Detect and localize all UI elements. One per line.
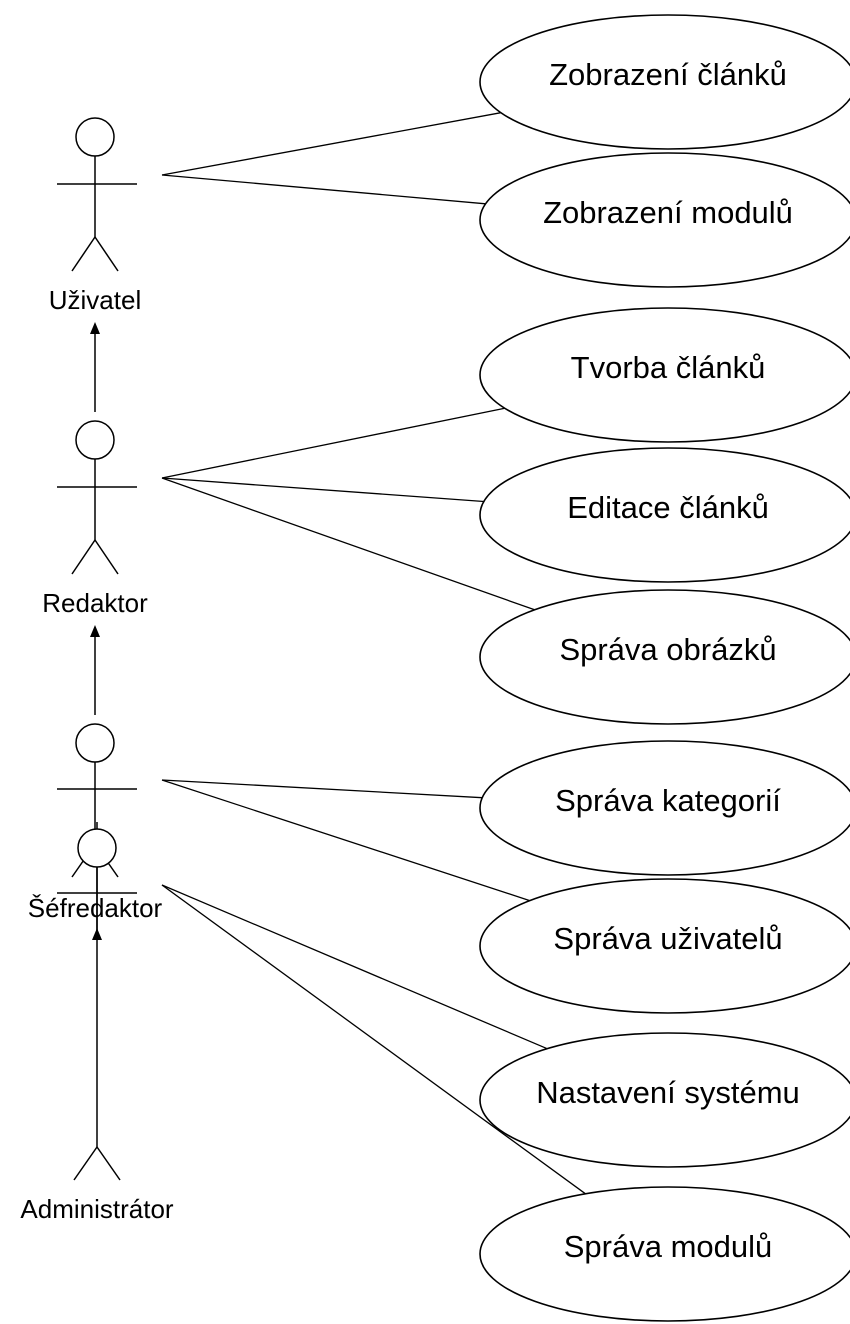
actor-figure-icon — [57, 828, 137, 1181]
use-case-label: Zobrazení modulů — [543, 195, 793, 230]
use-case-zobrazeni-clanku: Zobrazení článků — [479, 14, 850, 150]
use-case-editace-clanku: Editace článků — [479, 447, 850, 583]
actor-uzivatel: Uživatel — [49, 117, 141, 315]
use-case-ellipse — [479, 14, 850, 150]
association-administrator-sprava-modulu — [161, 884, 586, 1195]
use-case-ellipse — [479, 1186, 850, 1322]
actor-redaktor: Redaktor — [42, 420, 148, 618]
use-case-label: Správa modulů — [564, 1229, 773, 1264]
use-case-nastaveni-systemu: Nastavení systému — [479, 1032, 850, 1168]
use-case-label: Nastavení systému — [536, 1075, 800, 1110]
actor-figure-icon — [57, 420, 137, 575]
association-uzivatel-zobrazeni-modulu — [161, 174, 486, 205]
association-redaktor-sprava-obrazku — [161, 477, 535, 611]
use-case-label: Správa uživatelů — [553, 921, 782, 956]
associations — [161, 112, 586, 1195]
use-case-label: Tvorba článků — [571, 350, 766, 385]
association-administrator-nastaveni-systemu — [161, 884, 548, 1050]
actor-label: Redaktor — [42, 588, 148, 618]
use-case-ellipse — [479, 307, 850, 443]
actor-sefredaktor: Šéfredaktor — [28, 723, 163, 923]
use-case-sprava-modulu: Správa modulů — [479, 1186, 850, 1322]
use-case-ellipse — [479, 589, 850, 725]
use-case-sprava-uzivatelu: Správa uživatelů — [479, 878, 850, 1014]
association-uzivatel-zobrazeni-clanku — [161, 112, 502, 176]
use-case-label: Zobrazení článků — [549, 57, 787, 92]
association-redaktor-tvorba-clanku — [161, 407, 505, 479]
use-case-tvorba-clanku: Tvorba článků — [479, 307, 850, 443]
use-case-sprava-obrazku: Správa obrázků — [479, 589, 850, 725]
use-case-ellipse — [479, 878, 850, 1014]
use-case-label: Správa obrázků — [559, 632, 776, 667]
use-case-ellipse — [479, 152, 850, 288]
use-case-ellipse — [479, 447, 850, 583]
actor-figure-icon — [57, 117, 137, 272]
association-redaktor-editace-clanku — [161, 477, 484, 503]
use-case-ellipse — [479, 1032, 850, 1168]
generalization-sefredaktor-to-redaktor — [90, 625, 100, 715]
use-case-label: Správa kategorií — [555, 783, 781, 818]
actor-label: Uživatel — [49, 285, 141, 315]
use-case-zobrazeni-modulu: Zobrazení modulů — [479, 152, 850, 288]
association-sefredaktor-sprava-uzivatelu — [161, 779, 530, 902]
use-case-sprava-kategorii: Správa kategorií — [479, 740, 850, 876]
generalization-redaktor-to-uzivatel — [90, 322, 100, 412]
use-case-label: Editace článků — [567, 490, 769, 525]
use-case-ellipse — [479, 740, 850, 876]
actor-administrator: Administrátor — [20, 828, 174, 1224]
actor-label: Šéfredaktor — [28, 893, 163, 923]
association-sefredaktor-sprava-kategorii — [161, 779, 483, 799]
actor-label: Administrátor — [20, 1194, 173, 1224]
